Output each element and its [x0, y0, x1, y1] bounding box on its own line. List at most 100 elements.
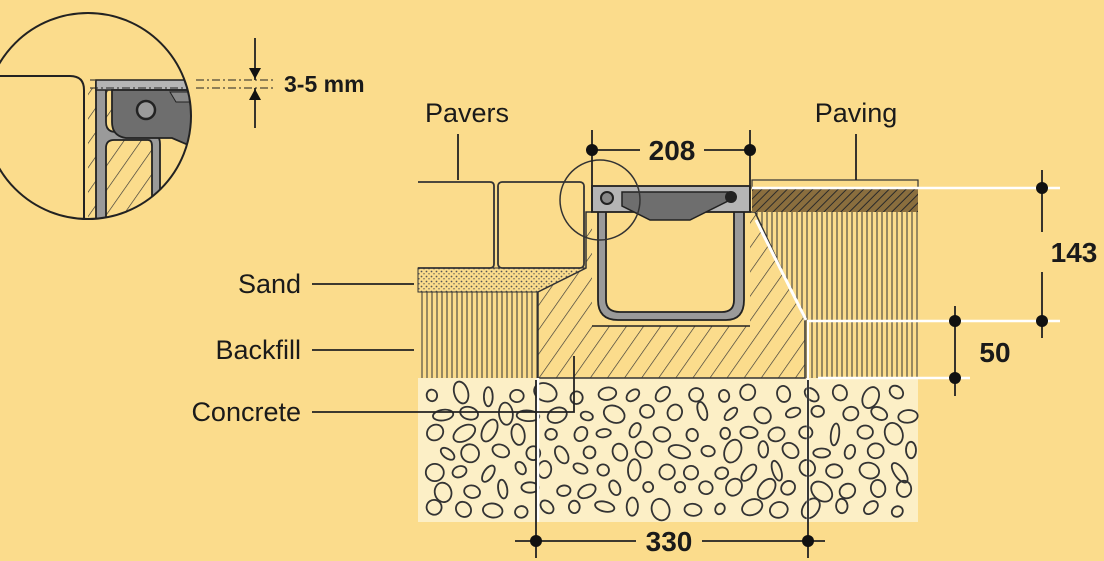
- gravel-stone: [768, 501, 789, 519]
- pavers-blocks: [418, 181, 585, 269]
- gravel-stone: [573, 426, 589, 442]
- gravel-stone: [554, 445, 570, 465]
- gravel-stone: [498, 401, 514, 426]
- gravel-stone: [714, 466, 730, 480]
- gravel-stone: [740, 463, 758, 482]
- gravel-stone: [577, 483, 597, 500]
- gravel-stone: [683, 464, 699, 481]
- gravel-stone: [654, 385, 671, 403]
- gravel-stone: [510, 423, 526, 446]
- backfill-left: [418, 292, 538, 378]
- gravel-stone: [723, 406, 739, 421]
- gravel-stone: [780, 480, 796, 496]
- label-pavers: Pavers: [425, 98, 509, 128]
- gravel-stone: [608, 479, 622, 497]
- gravel-stone: [723, 438, 743, 464]
- gravel-stone: [628, 422, 642, 439]
- gravel-stone: [714, 502, 726, 516]
- gravel-stone: [810, 404, 825, 418]
- gravel-stone: [781, 441, 800, 460]
- gravel-stone: [741, 498, 764, 517]
- gravel-stone: [567, 499, 581, 514]
- gravel-stone: [843, 443, 857, 460]
- gravel-stone: [596, 463, 610, 477]
- gravel-stone: [719, 426, 731, 440]
- label-backfill: Backfill: [215, 335, 301, 365]
- gravel-stone: [627, 458, 642, 482]
- gravel-stone: [831, 384, 848, 402]
- gravel-stone: [515, 409, 541, 423]
- gravel-stone: [725, 477, 743, 497]
- gravel-stone: [463, 484, 481, 499]
- label-sand: Sand: [238, 269, 301, 299]
- dim-gap: 3-5 mm: [284, 71, 365, 97]
- gravel-stone: [825, 463, 844, 479]
- gravel-stone: [776, 384, 792, 403]
- gravel-stone: [432, 408, 455, 422]
- gravel-stone: [667, 444, 692, 460]
- gravel-stone: [696, 401, 709, 421]
- gravel-stone: [770, 459, 783, 482]
- gravel-stone: [897, 409, 919, 424]
- gravel-stone: [579, 410, 594, 422]
- gravel-stone: [481, 464, 496, 483]
- gravel-stone: [673, 481, 687, 494]
- dim-height: 143: [1051, 237, 1098, 268]
- gravel-stone: [685, 427, 699, 443]
- gravel-stone: [514, 505, 529, 519]
- gravel-stone: [842, 405, 860, 422]
- gravel-stone: [767, 426, 786, 443]
- joint-line: [754, 219, 808, 321]
- gravel-stone: [582, 445, 597, 460]
- gravel-stone: [539, 499, 555, 515]
- drain-channel: [591, 185, 751, 327]
- gravel-stone: [482, 386, 494, 408]
- gravel-stone: [869, 479, 887, 498]
- gravel-stone: [800, 497, 821, 520]
- gravel-stone: [455, 500, 472, 518]
- gravel-stone: [739, 383, 757, 402]
- gravel-stone: [757, 440, 770, 459]
- gravel-stone: [683, 502, 703, 517]
- detail-marker-circle: [559, 159, 641, 241]
- gravel-stone: [433, 481, 453, 504]
- gravel-stone: [482, 502, 504, 519]
- gravel-stone: [870, 406, 889, 421]
- gravel-stone: [480, 418, 499, 443]
- gravel-stone: [625, 388, 641, 403]
- gravel-stone: [639, 403, 655, 419]
- gravel-stone: [425, 498, 443, 516]
- gravel-stone: [572, 462, 589, 475]
- gravel-stone: [739, 425, 759, 440]
- label-paving: Paving: [815, 98, 898, 128]
- dim-channel-width: 208: [649, 135, 696, 166]
- gravel-stone: [625, 496, 639, 517]
- gravel-stone: [798, 425, 814, 440]
- gravel-stone: [509, 388, 525, 404]
- gravel-stone: [829, 422, 841, 447]
- gravel-stone: [798, 459, 816, 477]
- gravel-stone: [838, 482, 857, 500]
- gravel-stone: [424, 462, 445, 483]
- gravel-stone: [460, 443, 480, 464]
- gravel-stone: [700, 444, 716, 458]
- gravel-stone: [642, 481, 655, 493]
- gravel-stone: [602, 404, 626, 424]
- gravel-stone: [452, 380, 470, 405]
- gravel-layer: [418, 378, 919, 522]
- gravel-stone: [652, 426, 672, 443]
- gravel-stone: [425, 388, 439, 403]
- gravel-stone: [611, 442, 629, 462]
- gravel-stone: [451, 465, 468, 479]
- dimension-dots: [530, 144, 1048, 547]
- gravel-stone: [459, 405, 479, 421]
- gravel-stone: [426, 423, 445, 442]
- gravel-stone: [890, 505, 904, 518]
- gravel-stone: [718, 389, 731, 403]
- dim-base: 50: [979, 337, 1010, 368]
- gravel-stone: [439, 446, 456, 461]
- gravel-stone: [597, 386, 618, 401]
- gravel-stone: [856, 424, 874, 440]
- gravel-stone: [858, 461, 880, 480]
